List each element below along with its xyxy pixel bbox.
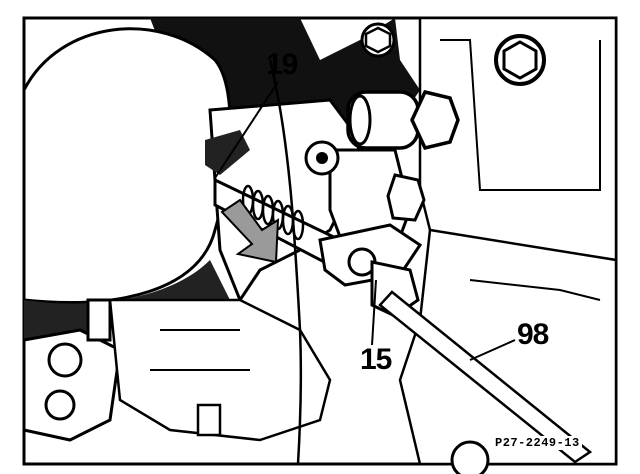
leader-15 <box>371 279 377 346</box>
wire <box>268 59 303 465</box>
callout-98: 98 <box>517 318 549 351</box>
leader-19 <box>214 81 279 179</box>
callout-19: 19 <box>266 48 298 81</box>
callout-15: 15 <box>360 343 392 376</box>
housing-rib <box>440 39 601 191</box>
right-lower-edge <box>469 279 601 301</box>
hex-nut <box>410 89 460 151</box>
lower-right-bolt <box>450 440 490 474</box>
large-hex-bolt-head <box>502 40 538 80</box>
tool-shaft <box>378 290 593 464</box>
top-bolt-head <box>364 26 392 54</box>
socket-bolt-center <box>316 152 328 164</box>
direction-arrow <box>220 198 280 264</box>
cylinder-body <box>22 27 232 304</box>
bracket-stem <box>86 298 112 342</box>
lower-body-detail <box>150 329 250 371</box>
lower-slot <box>196 403 222 437</box>
leader-98 <box>469 339 516 361</box>
figure-code: P27-2249-13 <box>493 436 582 450</box>
bracket-bolt-1 <box>47 342 83 378</box>
arm-nut <box>386 173 426 222</box>
bracket-bolt-2 <box>44 389 76 421</box>
lever-cylinder-end <box>348 94 372 146</box>
